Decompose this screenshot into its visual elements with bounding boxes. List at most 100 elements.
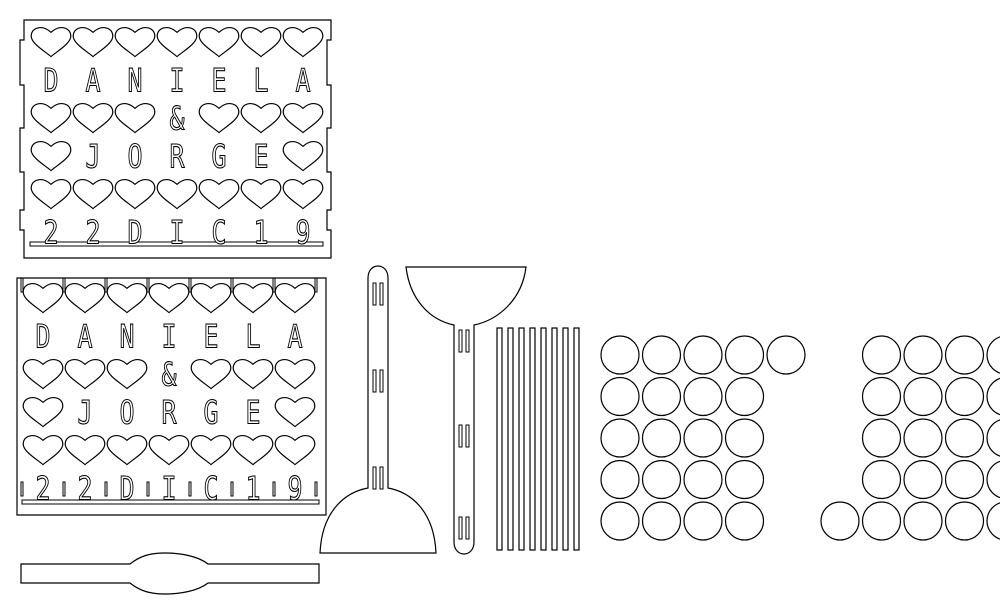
bottom-plate-letter: A (77, 317, 92, 355)
bottom-slot (188, 481, 192, 497)
bottom-plate-letter: D (35, 317, 50, 355)
top-plate-heart-icon (198, 179, 240, 210)
disc (724, 459, 765, 500)
bottom-plate-heart-icon (64, 435, 106, 466)
top-plate-letter: E (211, 61, 226, 99)
bottom-plate-letter: O (119, 393, 134, 431)
top-plate-heart-icon (282, 141, 324, 172)
top-plate-heart-icon (198, 103, 240, 134)
disc (986, 377, 1000, 416)
rod (507, 327, 514, 551)
bottom-plate-letter: G (203, 393, 218, 431)
rods-group (496, 327, 580, 551)
top-slot (230, 277, 234, 293)
bottom-plate-letter: 9 (287, 469, 302, 507)
bottom-plate-heart-icon (274, 283, 316, 314)
bottom-plate-letter: E (245, 393, 260, 431)
disc (944, 501, 985, 541)
bottom-plate-heart-icon (148, 283, 190, 314)
top-plate-heart-icon (156, 27, 198, 58)
top-plate-letter: D (127, 213, 142, 251)
top-plate-heart-icon (282, 179, 324, 210)
bottom-slot (104, 481, 108, 497)
rod (496, 327, 503, 551)
bottom-plate-letter: C (203, 469, 218, 507)
top-slot (272, 277, 276, 293)
top-slot (104, 277, 108, 293)
rod (562, 327, 569, 551)
top-slot (62, 277, 66, 293)
disc (766, 335, 806, 375)
rod (540, 327, 547, 551)
bottom-slot (20, 481, 24, 497)
top-plate-heart-icon (30, 141, 72, 172)
disc (944, 418, 985, 458)
bottom-plate-heart-icon (274, 359, 316, 390)
bottom-plate-heart-icon (64, 283, 106, 314)
top-slot (314, 277, 318, 293)
disc (641, 418, 682, 458)
disc (944, 459, 985, 500)
bottom-plate-heart-icon (106, 283, 148, 314)
disc (861, 459, 902, 500)
disc (600, 376, 640, 417)
disc (861, 418, 902, 458)
bottom-plate-heart-icon (190, 359, 232, 390)
top-plate-letter: 1 (253, 213, 268, 251)
bottom-slot (272, 481, 276, 497)
disc (861, 335, 902, 375)
bottom-plate-letter: R (161, 393, 177, 431)
bottom-plate-heart-icon (106, 435, 148, 466)
top-plate-letter: C (211, 213, 226, 251)
rod (529, 327, 536, 551)
bottom-plate-heart-icon (190, 283, 232, 314)
disc (903, 376, 943, 417)
bottom-plate-heart-icon (232, 359, 274, 390)
bottom-plate-letter: 1 (245, 469, 260, 507)
disc (600, 335, 640, 375)
bottom-plate-heart-icon (232, 283, 274, 314)
top-plate-heart-icon (282, 103, 324, 134)
top-plate-heart-icon (114, 179, 156, 210)
disc (724, 418, 765, 458)
rod (518, 327, 525, 551)
disc (683, 459, 723, 500)
bottom-plate-heart-icon (274, 435, 316, 466)
disc (903, 501, 943, 541)
disc (986, 502, 1000, 540)
top-plate-outline (19, 19, 332, 259)
bottom-plate-letter: J (77, 393, 92, 431)
disc (641, 501, 682, 541)
bottom-plate-letter: & (161, 355, 177, 393)
bottom-plate-heart-icon (148, 435, 190, 466)
top-plate-heart-icon (156, 179, 198, 210)
top-plate-heart-icon (240, 103, 282, 134)
disc (724, 376, 765, 417)
disc (600, 459, 640, 500)
top-plate-heart-icon (30, 103, 72, 134)
discs-right-group (820, 335, 1000, 541)
top-plate-heart-icon (72, 103, 114, 134)
top-plate-letter: A (85, 61, 100, 99)
top-slot (20, 277, 24, 293)
disc (600, 418, 640, 458)
top-plate-heart-icon (72, 27, 114, 58)
disc (986, 460, 1000, 499)
top-plate-letter: J (85, 137, 100, 175)
top-plate-letter: I (169, 61, 184, 99)
bottom-plate-heart-icon (22, 359, 64, 390)
bottom-plate-heart-icon (22, 283, 64, 314)
bottom-plate-letter: I (161, 469, 176, 507)
top-plate-heart-icon (240, 27, 282, 58)
disc (986, 419, 1000, 457)
disc (724, 501, 765, 541)
top-plate-letter: L (253, 61, 268, 99)
top-plate-letter: & (169, 99, 185, 137)
rod (551, 327, 558, 551)
bottom-plate-letter: N (119, 317, 134, 355)
disc (683, 418, 723, 458)
